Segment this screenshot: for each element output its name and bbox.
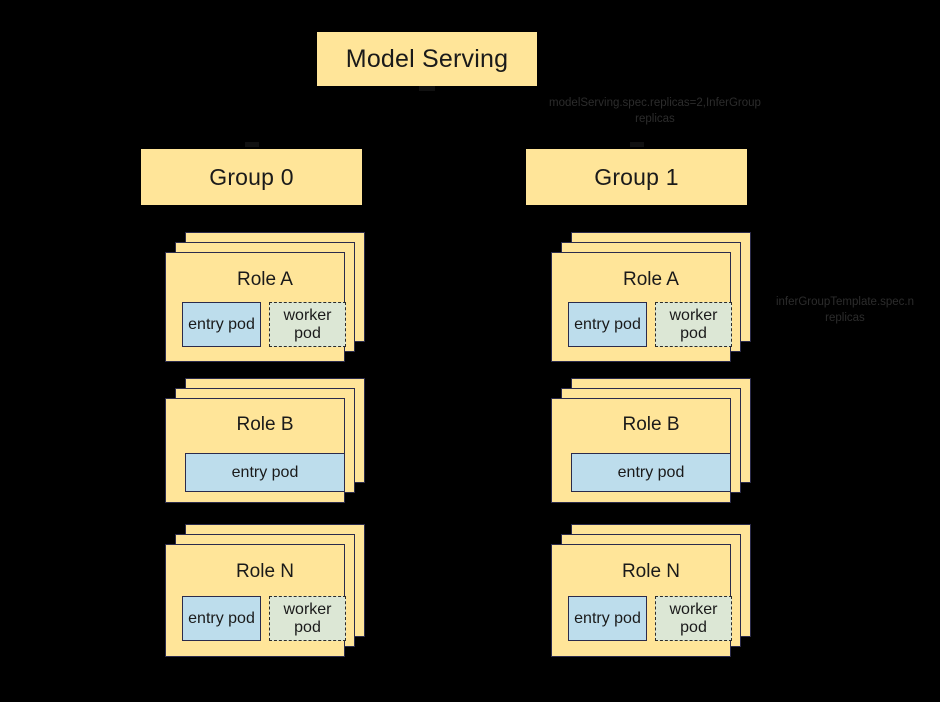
group-0-role-a-entry-pod[interactable]: entry pod [182, 302, 261, 347]
group-0-label: Group 0 [209, 163, 294, 190]
group-1-role-b-stack[interactable]: Role B entry pod [551, 378, 751, 503]
group-1-role-b-label: Role B [622, 414, 680, 435]
group-1-role-n-worker-pod[interactable]: worker pod [655, 596, 732, 641]
group-0-role-n-entry-pod[interactable]: entry pod [182, 596, 261, 641]
group-0-role-b-entry-pod[interactable]: entry pod [185, 453, 345, 492]
group-0-role-b-stack[interactable]: Role B entry pod [165, 378, 365, 503]
group-0-role-n-label: Role N [235, 561, 295, 582]
group-0-role-n-stack[interactable]: Role N entry pod worker pod [165, 524, 365, 659]
group-0-role-a-stack[interactable]: Role A entry pod worker pod [165, 232, 365, 362]
group-0-header[interactable]: Group 0 [141, 149, 362, 205]
group-0-role-n-worker-pod[interactable]: worker pod [269, 596, 346, 641]
group-1-role-b-entry-pod[interactable]: entry pod [571, 453, 731, 492]
connector-group-0-stub [245, 142, 259, 147]
group-0-role-b-label: Role B [236, 414, 294, 435]
annotation-replicas: modelServing.spec.replicas=2,InferGroup … [549, 97, 761, 125]
group-0-role-a-label: Role A [237, 269, 293, 290]
group-1-role-a-entry-pod[interactable]: entry pod [568, 302, 647, 347]
model-serving-label: Model Serving [345, 44, 509, 73]
group-1-role-n-entry-pod[interactable]: entry pod [568, 596, 647, 641]
group-1-role-a-label: Role A [623, 269, 679, 290]
group-1-role-n-label: Role N [621, 561, 681, 582]
connector-root-stub [419, 86, 435, 91]
connector-group-1-stub [630, 142, 644, 147]
annotation-template-replicas: inferGroupTemplate.spec.n replicas [775, 296, 915, 324]
group-1-role-a-worker-pod[interactable]: worker pod [655, 302, 732, 347]
group-1-label: Group 1 [594, 163, 679, 190]
group-1-role-a-stack[interactable]: Role A entry pod worker pod [551, 232, 751, 362]
group-1-header[interactable]: Group 1 [526, 149, 747, 205]
group-1-role-n-stack[interactable]: Role N entry pod worker pod [551, 524, 751, 659]
group-0-role-a-worker-pod[interactable]: worker pod [269, 302, 346, 347]
model-serving-box[interactable]: Model Serving [317, 32, 537, 86]
